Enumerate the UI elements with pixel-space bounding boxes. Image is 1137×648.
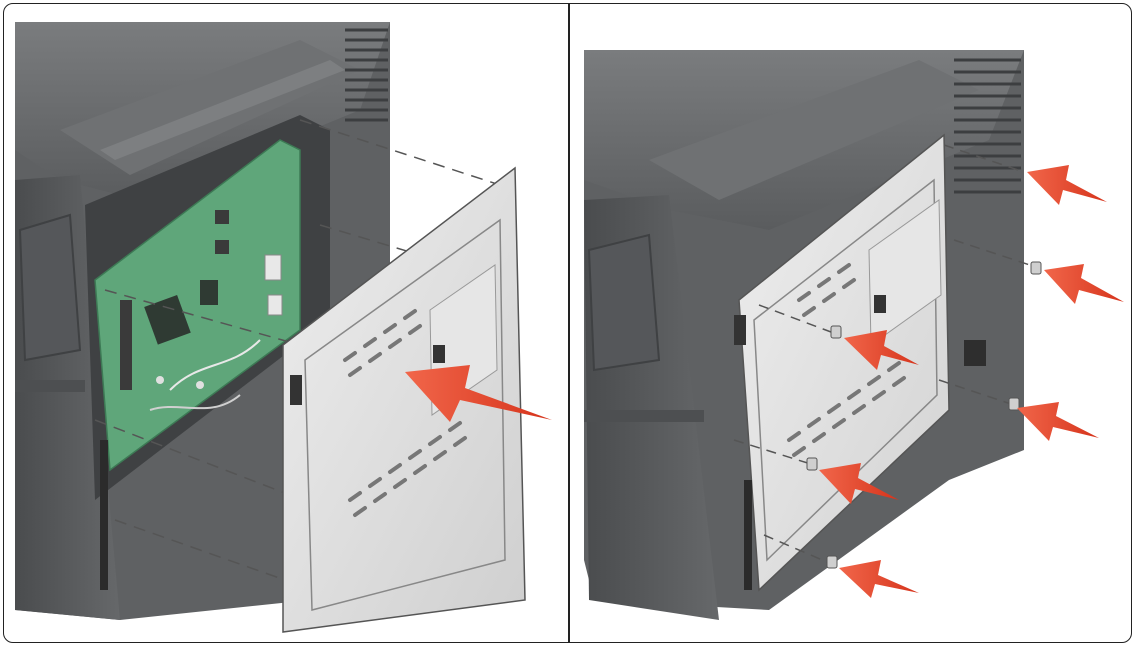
antenna	[100, 440, 108, 590]
antenna	[744, 480, 752, 590]
arrow-2	[1044, 264, 1124, 304]
insert-screws-panel	[569, 0, 1137, 648]
arrow-3	[1017, 402, 1099, 441]
install-cover-panel	[0, 0, 568, 648]
arrow-1	[1027, 165, 1107, 205]
arrow-6	[839, 560, 919, 598]
